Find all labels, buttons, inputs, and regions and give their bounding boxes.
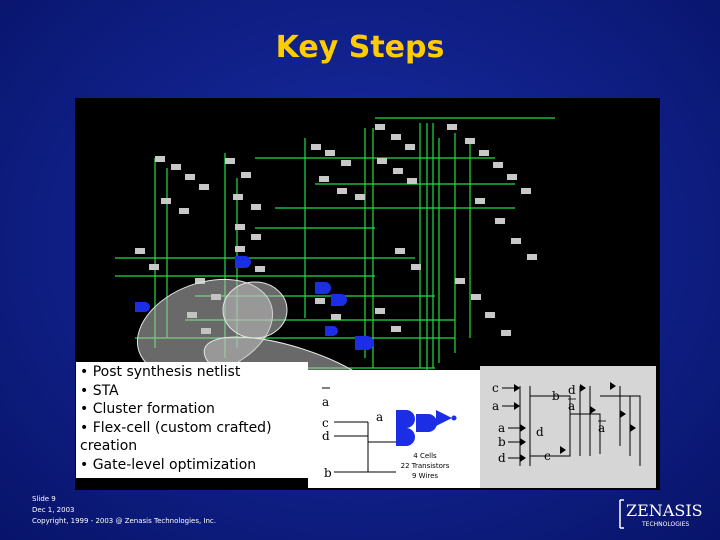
transistor-graphic: c a a b d b d a d c a bbox=[492, 381, 641, 466]
logo-name: ZENASIS bbox=[626, 501, 703, 520]
logo-tagline: TECHNOLOGIES bbox=[641, 521, 689, 528]
tr-label-d3: d bbox=[536, 425, 544, 439]
cell-input-a: a bbox=[322, 395, 329, 409]
bullet-item: • Flex-cell (custom crafted) creation bbox=[80, 419, 272, 455]
tr-label-a2: a bbox=[498, 421, 505, 435]
company-logo: ZENASIS TECHNOLOGIES bbox=[616, 494, 710, 532]
bullet-item: • Gate-level optimization bbox=[80, 456, 257, 473]
cell-stat-cells: 4 Cells bbox=[413, 452, 437, 460]
transistor-diagram: c a a b d b d a d c a bbox=[480, 366, 656, 488]
zenasis-logo-icon: ZENASIS TECHNOLOGIES bbox=[619, 499, 703, 529]
tr-label-abar: a bbox=[568, 399, 575, 413]
slide-date: Dec 1, 2003 bbox=[32, 506, 75, 514]
cell-input-c: c bbox=[322, 416, 329, 430]
cell-internal-a: a bbox=[376, 410, 383, 424]
cell-input-b: b bbox=[324, 466, 332, 480]
bullet-item: • Cluster formation bbox=[80, 401, 215, 417]
bullet-item: • Post synthesis netlist bbox=[80, 364, 241, 380]
tr-label-c: c bbox=[492, 381, 499, 395]
flex-cell-graphic: a c d b a 4 Cells 22 Transistors 9 Wires bbox=[322, 387, 457, 480]
cell-input-d: d bbox=[322, 429, 330, 443]
slide-title: Key Steps bbox=[275, 30, 445, 65]
slide-number: Slide 9 bbox=[32, 495, 56, 503]
slide-footer: Slide 9 Dec 1, 2003 Copyright, 1999 - 20… bbox=[32, 494, 216, 527]
tr-label-d2: d bbox=[568, 383, 576, 397]
cell-stat-wires: 9 Wires bbox=[412, 472, 438, 480]
flex-cell-diagram: a c d b a 4 Cells 22 Transistors 9 Wires bbox=[308, 370, 480, 488]
tr-label-d: d bbox=[498, 451, 506, 465]
copyright-text: Copyright, 1999 - 2003 @ Zenasis Technol… bbox=[32, 517, 216, 525]
cell-stat-transistors: 22 Transistors bbox=[401, 462, 450, 470]
bullet-item: • STA bbox=[80, 382, 119, 399]
tr-label-b: b bbox=[498, 435, 506, 449]
tr-label-abar2: a bbox=[598, 421, 605, 435]
bullet-list: • Post synthesis netlist • STA • Cluster… bbox=[76, 362, 308, 478]
tr-label-a: a bbox=[492, 399, 499, 413]
